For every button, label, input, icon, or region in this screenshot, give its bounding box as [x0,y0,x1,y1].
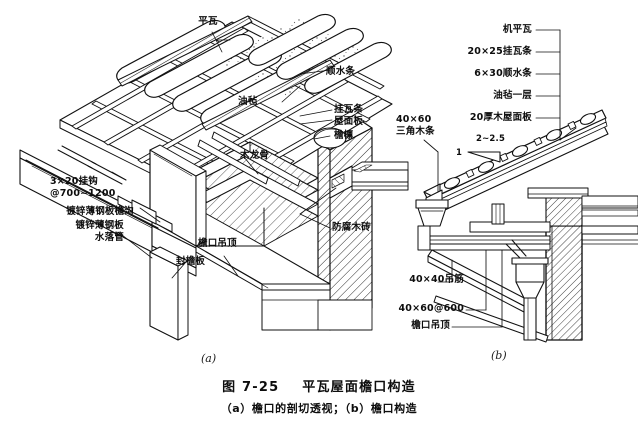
gutter-b [415,199,449,227]
label-gua-wa-tiao: 挂瓦条 [334,104,364,115]
subfigure-label-b: (b) [491,349,507,362]
tile-edge-band-a [117,15,335,131]
label-gua-wa-tiao-b: 20×25挂瓦条 [467,46,532,57]
label-yan-kou-diao-ding-b: 檐口吊顶 [411,320,450,331]
eaves-purlin-a [313,127,347,149]
label-yan-kou-diao-ding: 檐口吊顶 [198,238,237,249]
soffit-assembly-b [417,203,551,251]
gutter-hooks-a [57,145,127,185]
label-you-zhan: 油毡 [238,96,258,107]
label-you-zhan-yi-ceng: 油毡一层 [493,90,532,101]
leader-lines-b-stack [535,29,577,141]
wall-head-b [527,187,638,227]
diagram-b-linework [415,29,638,343]
caption-subtitle: （a）檐口的剖切透视；（b）檐口构造 [220,402,418,415]
label-san-jiao-mu-tiao: 40×60 三角木条 [396,114,435,137]
label-slope-rise: 1 [456,148,463,158]
soffit-panel-a [195,245,331,291]
label-gua-gou: 3×20挂钩 @700~1200 [50,176,116,199]
label-ping-wa: 平瓦 [198,16,218,27]
label-ji-ping-wa: 机平瓦 [502,24,532,35]
slope-marker-b [467,151,501,163]
caption-title: 图 7-25 平瓦屋面檐口构造 [222,380,416,395]
label-mu-long-gu: 木龙骨 [240,150,270,161]
figure-caption: 图 7-25 平瓦屋面檐口构造 （a）檐口的剖切透视；（b）檐口构造 [0,376,638,416]
downpipe-a [149,246,189,341]
label-yan-lin: 檐檩 [334,130,354,141]
label-long-gu-jian-ju: 40×60@600 [398,303,464,314]
label-wu-mian-ban: 屋面板 [334,116,364,127]
fascia-board-a [149,144,207,247]
leader-lines-b-other [423,139,503,328]
downpipe-hopper-b [505,239,549,341]
label-du-xin-shui-luo: 镀锌薄钢板 水落管 [75,220,124,243]
lower-stub-a [261,289,373,331]
label-diao-jin: 40×40吊筋 [409,274,464,285]
leader-lines-a [111,31,337,279]
label-slope-run: 2~2.5 [476,134,506,144]
label-shun-shui-tiao-b: 6×30顺水条 [474,68,532,79]
wall-section-b [545,225,638,341]
diagram-a-linework [19,13,409,341]
subfigure-label-a: (a) [201,352,217,365]
label-mu-wu-mian-ban: 20厚木屋面板 [469,112,532,123]
wall-ledge-a [351,161,409,191]
label-du-xin-yan-gou: 镀锌薄钢板檐沟 [66,206,134,217]
diagonal-brace-a [197,131,301,187]
label-shun-shui-tiao: 顺水条 [326,66,356,77]
gutter-a [19,149,197,277]
label-feng-yan-ban: 封檐板 [176,256,206,267]
label-fang-fu-mu-zhuan: 防腐木砖 [332,222,371,233]
